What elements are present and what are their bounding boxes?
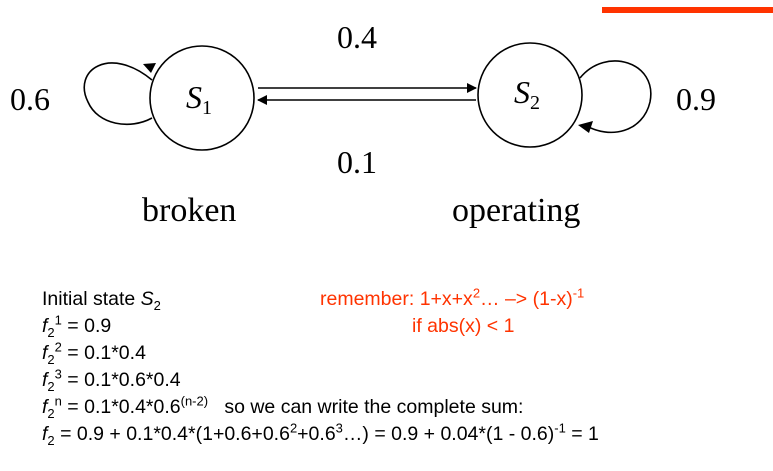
self-loop-s1-arrowhead <box>143 63 156 73</box>
state-s1-label: S1 <box>186 79 212 119</box>
state-s1-node <box>149 45 255 151</box>
initial-state-line: Initial state S2 <box>42 288 161 313</box>
reminder-line-1: remember: 1+x+x2… –> (1-x)-1 <box>320 285 585 311</box>
accent-bar <box>602 7 773 13</box>
geometric-series-reminder: remember: 1+x+x2… –> (1-x)-1 if abs(x) <… <box>320 286 584 340</box>
self-loop-s2-label: 0.9 <box>676 81 716 117</box>
f2-2-line: f22 = 0.1*0.4 <box>42 339 146 367</box>
reminder-line-2: if abs(x) < 1 <box>412 315 515 337</box>
state-s2-node <box>477 42 583 148</box>
f2-3-line: f23 = 0.1*0.6*0.4 <box>42 366 181 394</box>
self-loop-s1-label: 0.6 <box>10 81 50 117</box>
state-s1-name: broken <box>142 192 236 229</box>
self-loop-s2 <box>579 60 652 134</box>
self-loop-s2-arrowhead <box>578 121 593 133</box>
edge-s1-to-s2-label: 0.4 <box>337 19 377 55</box>
state-s2-name: operating <box>452 192 580 229</box>
self-loop-s1 <box>83 62 153 125</box>
f2-n-line: f2n = 0.1*0.4*0.6(n-2) so we can write t… <box>42 393 524 421</box>
edge-s2-to-s1-label: 0.1 <box>337 144 377 180</box>
state-s2-label: S2 <box>514 74 540 114</box>
f2-sum-line: f2 = 0.9 + 0.1*0.4*(1+0.6+0.62+0.63…) = … <box>42 420 599 448</box>
markov-chain-diagram: S1 S2 0.4 0.1 0.6 0.9 broken operating <box>10 7 773 229</box>
f2-1-line: f21 = 0.9 <box>42 312 112 340</box>
derivation-notes: Initial state S2 f21 = 0.9 f22 = 0.1*0.4… <box>42 286 599 448</box>
